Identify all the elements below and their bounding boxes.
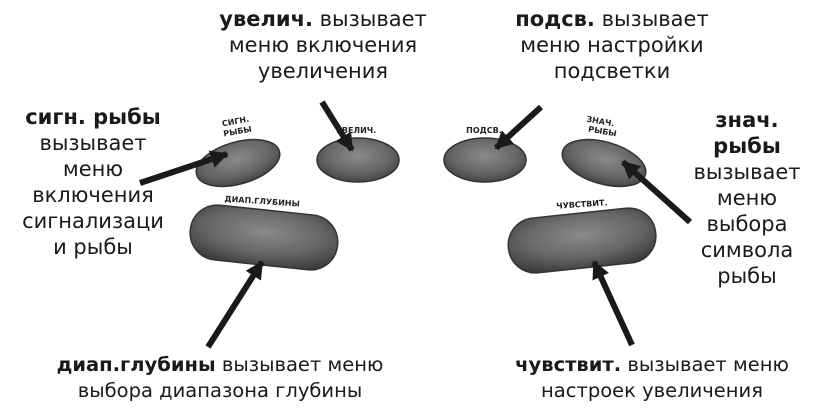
annotation-fish-symbol: знач. рыбы вызывает меню выбора символа … [672, 107, 822, 289]
annotation-signal-fish-text-5: сигнализаци [22, 209, 164, 233]
arrow-zoom [319, 100, 355, 152]
button-sensitivity[interactable] [506, 205, 659, 275]
annotation-fish-symbol-text-6: символа [700, 238, 794, 262]
annotation-backlight: подсв. вызывает меню настройки подсветки [486, 6, 738, 84]
button-sensitivity-label: ЧУВСТВИТ. [556, 198, 608, 211]
annotation-zoom: увелич. вызывает меню включения увеличен… [192, 6, 454, 84]
annotation-fish-symbol-text-3: вызывает [693, 160, 801, 184]
annotation-depth-range-title: диап.глубины [56, 353, 216, 376]
annotation-fish-symbol-text-7: рыбы [717, 264, 777, 288]
arrow-fish-symbol [620, 159, 693, 225]
annotation-fish-symbol-text-4: меню [716, 186, 778, 210]
annotation-sensitivity-title: чувствит. [515, 353, 622, 376]
annotation-depth-range-text-2: выбора диапазона глубины [77, 379, 363, 402]
button-backlight[interactable] [443, 137, 527, 183]
annotation-fish-symbol-title-2: рыбы [713, 134, 781, 158]
annotation-fish-symbol-text-5: выбора [706, 212, 788, 236]
annotation-signal-fish-text-3: меню [62, 157, 124, 181]
annotation-zoom-text-2: меню включения [228, 33, 418, 57]
annotation-signal-fish-text-4: включения [32, 183, 154, 207]
annotation-depth-range: диап.глубины вызывает меню выбора диапаз… [10, 352, 430, 404]
button-zoom-label: УВЕЛИЧ. [336, 126, 377, 135]
annotation-backlight-text-2: меню настройки [520, 33, 704, 57]
annotation-depth-range-text-1: вызывает меню [215, 353, 384, 376]
button-depth-range[interactable] [187, 202, 340, 272]
annotation-sensitivity-text-2: настроек увеличения [541, 379, 763, 402]
arrow-sensitivity [591, 260, 635, 347]
annotation-fish-symbol-title-1: знач. [715, 108, 779, 132]
annotation-signal-fish-text-6: и рыбы [53, 235, 133, 259]
arrow-backlight [493, 104, 544, 151]
arrow-depth-range [205, 260, 265, 349]
button-backlight-label: ПОДСВ. [466, 126, 502, 135]
button-zoom[interactable] [316, 137, 400, 183]
annotation-sensitivity-text-1: вызывает меню [621, 353, 789, 376]
annotation-zoom-title: увелич. [219, 7, 313, 31]
button-fish-symbol[interactable] [557, 131, 651, 195]
annotation-backlight-text-3: подсветки [553, 59, 671, 83]
arrow-signal-fish [139, 150, 229, 186]
annotation-signal-fish-text-2: вызывает [39, 131, 147, 155]
annotation-zoom-text-3: увеличения [257, 59, 389, 83]
annotation-zoom-text-1: вызывает [312, 7, 427, 31]
annotation-signal-fish-title: сигн. рыбы [25, 105, 161, 129]
annotation-backlight-title: подсв. [515, 7, 595, 31]
annotation-backlight-text-1: вызывает [594, 7, 709, 31]
annotation-signal-fish: сигн. рыбы вызывает меню включения сигна… [0, 104, 186, 260]
annotation-sensitivity: чувствит. вызывает меню настроек увеличе… [476, 352, 828, 404]
